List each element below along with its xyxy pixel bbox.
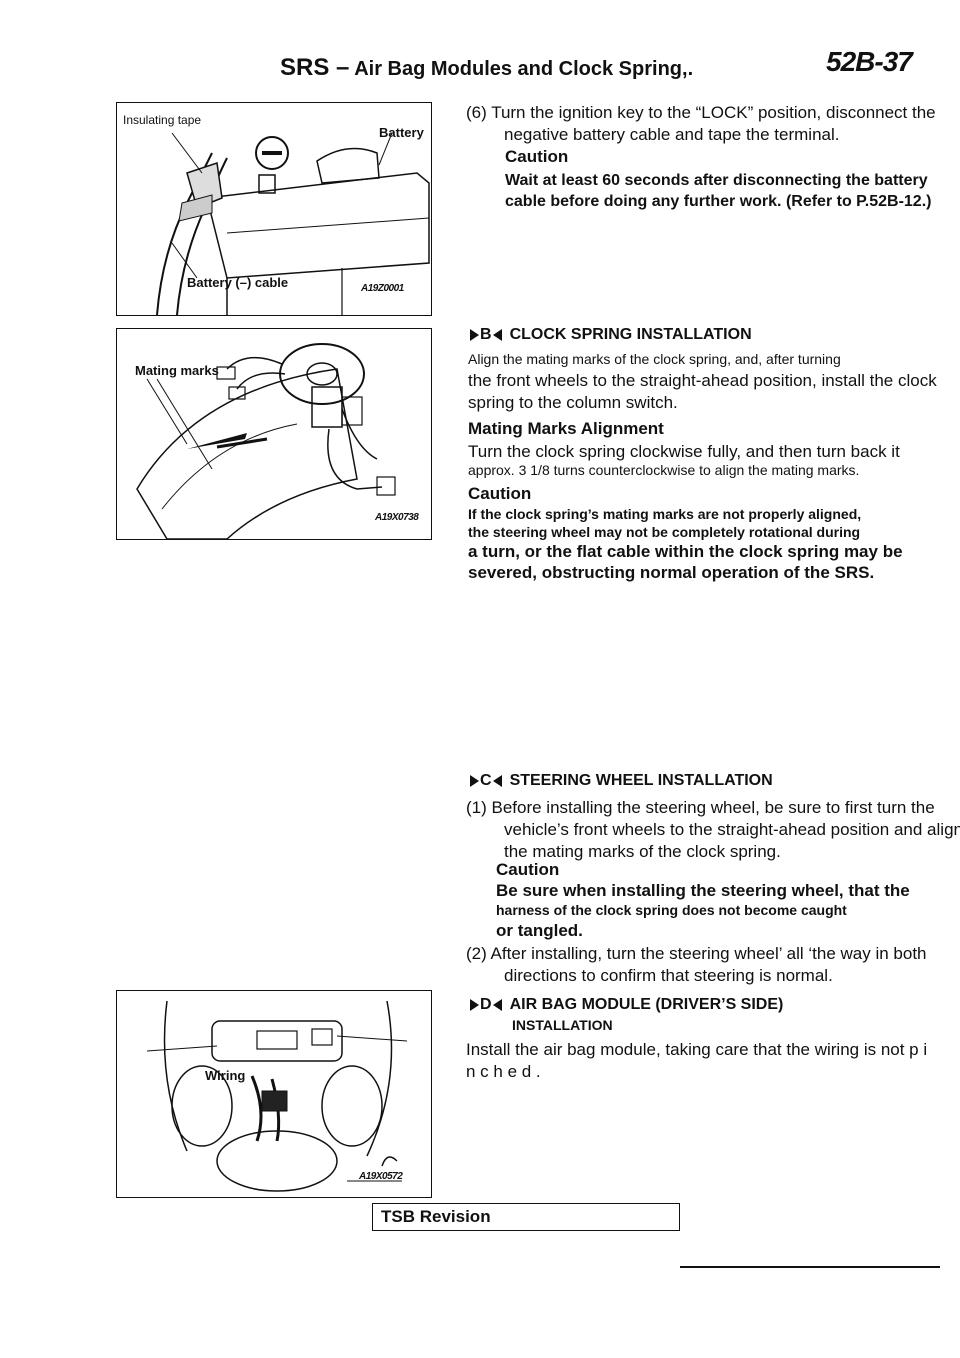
page-header-title: SRS – Air Bag Modules and Clock Spring,. <box>280 54 693 82</box>
right-triangle-icon <box>470 775 479 787</box>
section-title: STEERING WHEEL INSTALLATION <box>509 772 773 789</box>
figure-clock-spring: Mating marks A19X0738 <box>116 328 432 540</box>
caution-line1: Be sure when installing the steering whe… <box>496 881 910 900</box>
caution-title: Caution <box>496 860 560 879</box>
caution-line2: harness of the clock spring does not bec… <box>496 902 847 918</box>
figure-code: A19Z0001 <box>361 283 404 294</box>
footer-rule <box>680 1266 940 1268</box>
section-b-heading: B CLOCK SPRING INSTALLATION <box>470 326 752 344</box>
step-6-text: (6) Turn the ignition key to the “LOCK” … <box>466 103 936 144</box>
section-letter: D <box>480 996 492 1013</box>
section-d-heading: D AIR BAG MODULE (DRIVER’S SIDE) <box>470 996 783 1014</box>
section-b-intro-rest: the front wheels to the straight-ahead p… <box>468 371 937 412</box>
header-prefix: SRS – <box>280 54 350 81</box>
alignment-line1: Turn the clock spring clockwise fully, a… <box>468 442 900 461</box>
right-triangle-icon <box>470 329 479 341</box>
caution-line1: If the clock spring’s mating marks are n… <box>468 506 862 522</box>
caution-rest: a turn, or the flat cable within the clo… <box>468 542 903 582</box>
caution-body: Wait at least 60 seconds after disconnec… <box>505 172 932 210</box>
section-title: CLOCK SPRING INSTALLATION <box>509 326 752 343</box>
page-number: 52B-37 <box>826 46 913 77</box>
caution-line2: the steering wheel may not be completely… <box>468 524 861 540</box>
section-letter: B <box>480 326 492 343</box>
left-triangle-icon <box>492 999 502 1011</box>
section-b-intro-line1: Align the mating marks of the clock spri… <box>468 351 841 367</box>
section-d-body: Install the air bag module, taking care … <box>466 1040 928 1081</box>
clock-spring-illustration <box>136 343 396 539</box>
tsb-revision-box: TSB Revision <box>372 1203 680 1231</box>
figure-code: A19X0738 <box>375 512 419 523</box>
section-d-heading-line2: INSTALLATION <box>512 1017 613 1033</box>
figure-code: A19X0572 <box>359 1171 403 1182</box>
step-2-text: (2) After installing, turn the steering … <box>466 944 927 985</box>
section-title: AIR BAG MODULE (DRIVER’S SIDE) <box>509 996 784 1013</box>
figure-battery: Insulating tape Battery Battery (–) cabl… <box>116 102 432 316</box>
caution-line3: or tangled. <box>496 921 583 940</box>
caution-title: Caution <box>468 484 532 503</box>
mating-marks-subheading: Mating Marks Alignment <box>468 419 664 438</box>
left-triangle-icon <box>492 329 502 341</box>
header-section-title: Air Bag Modules and Clock Spring,. <box>354 58 694 80</box>
battery-illustration <box>156 132 430 315</box>
label-wiring: Wiring <box>205 1068 246 1083</box>
label-mating-marks: Mating marks <box>135 363 219 378</box>
alignment-line2: approx. 3 1/8 turns counterclockwise to … <box>468 462 860 478</box>
label-battery: Battery <box>379 125 424 140</box>
caution-title: Caution <box>505 147 569 166</box>
tsb-revision-label: TSB Revision <box>381 1207 491 1226</box>
label-battery-cable: Battery (–) cable <box>187 275 289 290</box>
section-letter: C <box>480 772 492 789</box>
section-c-heading: C STEERING WHEEL INSTALLATION <box>470 772 773 790</box>
steering-wheel-illustration <box>137 991 408 1197</box>
right-triangle-icon <box>470 999 479 1011</box>
left-triangle-icon <box>492 775 502 787</box>
step-1-text: (1) Before installing the steering wheel… <box>466 798 960 861</box>
figure-steering-wheel: Wiring A19X0572 <box>116 990 432 1198</box>
label-insulating-tape: Insulating tape <box>123 113 202 127</box>
